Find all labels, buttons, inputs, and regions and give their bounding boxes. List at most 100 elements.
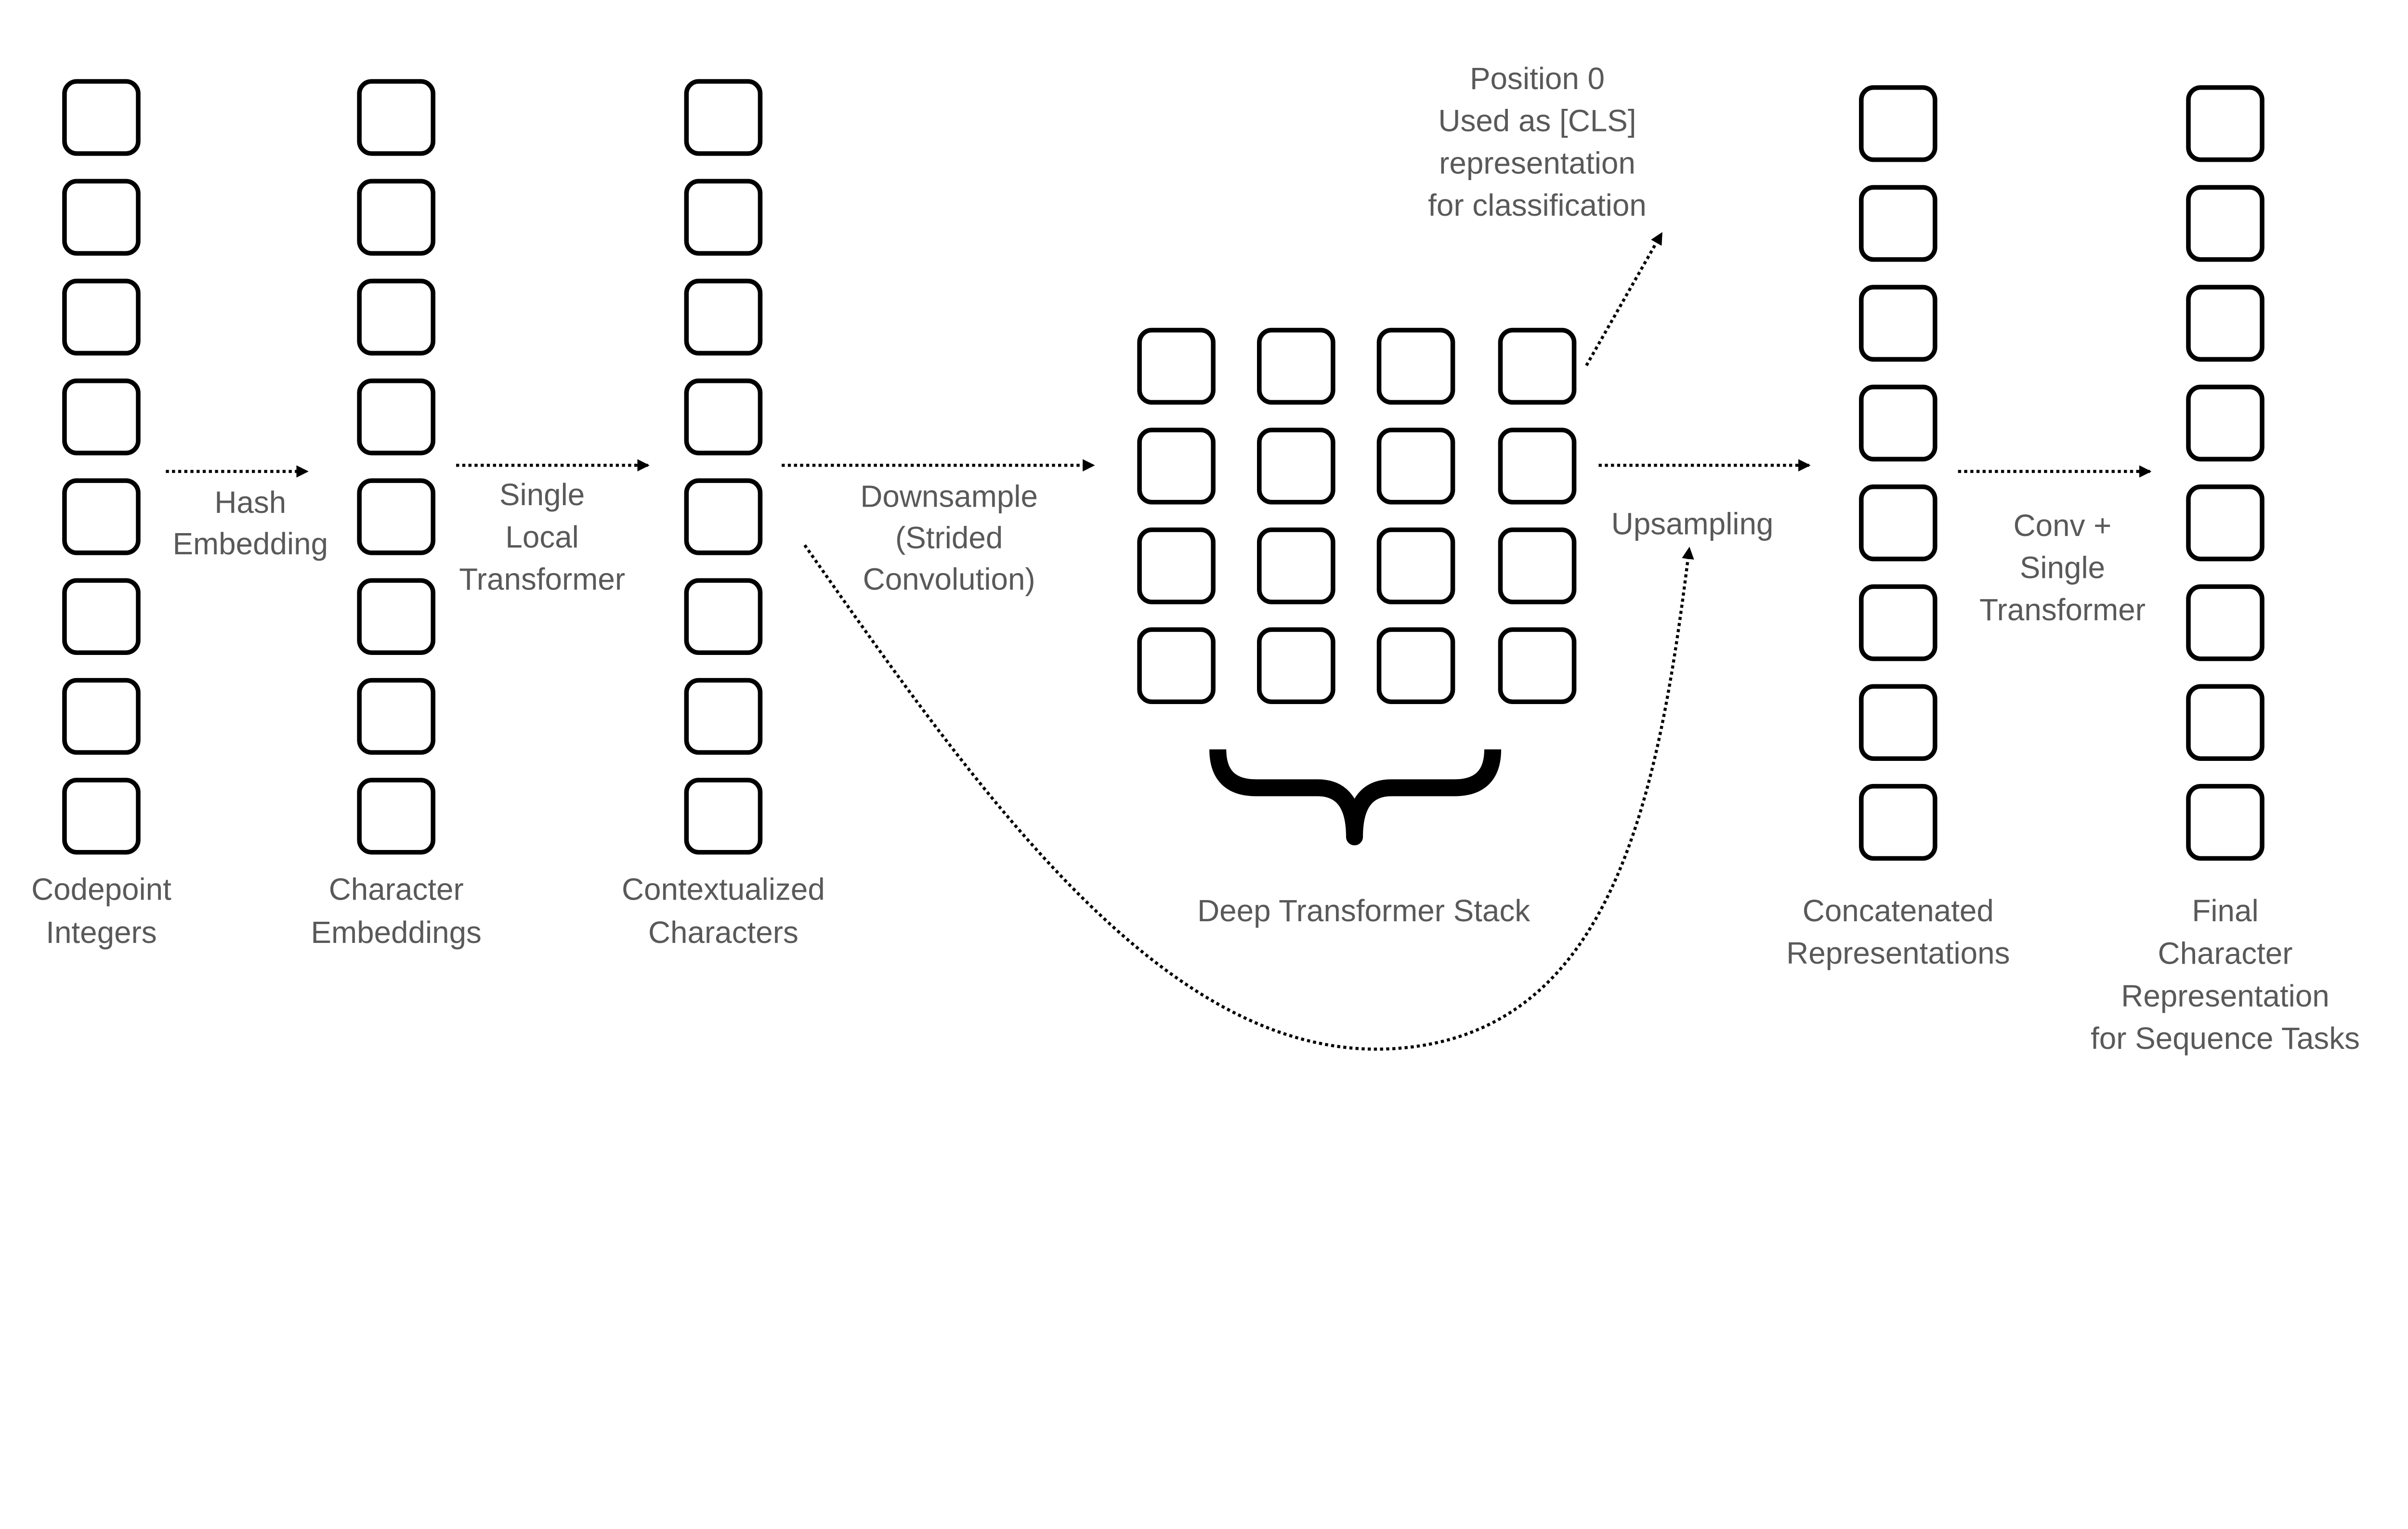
character-embedding-box [357, 379, 436, 456]
label-line: Used as [CLS] [1438, 104, 1636, 138]
concatenated-box [1859, 684, 1937, 761]
label-line: Integers [46, 915, 157, 950]
label-line: Conv + [2014, 508, 2112, 543]
concatenated-box [1859, 784, 1937, 861]
label-line: Downsample [860, 479, 1038, 513]
deep-transformer-box [1257, 327, 1335, 405]
final-representation-box [2186, 584, 2264, 661]
final-representation-box [2186, 384, 2264, 462]
label-line: Representations [1786, 936, 2010, 970]
character-embedding-box [357, 278, 436, 356]
label-line: Contextualized [622, 872, 825, 907]
character-embedding-box [357, 179, 436, 256]
final-representation-box [2186, 784, 2264, 861]
upsampling-label: Upsampling [1611, 507, 1774, 541]
character-embedding-box [357, 478, 436, 555]
final-representation-box [2186, 85, 2264, 162]
deep-transformer-box [1498, 428, 1577, 505]
final-representation-box [2186, 285, 2264, 362]
deep-transformer-box [1376, 327, 1455, 405]
codepoint-box [62, 278, 141, 356]
label-line: Character [329, 872, 464, 907]
concatenated-box [1859, 285, 1937, 362]
cls-note-label: Position 0 Used as [CLS] representation for… [1428, 61, 1647, 222]
codepoint-box [62, 79, 141, 156]
label-line: Representation [2121, 979, 2329, 1013]
codepoint-box [62, 678, 141, 755]
residual-skip-arrow [803, 544, 1694, 1051]
contextualized-box [684, 778, 763, 855]
deep-transformer-box [1498, 527, 1577, 604]
contextualized-box [684, 678, 763, 755]
deep-transformer-stack-label: Deep Transformer Stack [1197, 893, 1530, 928]
concatenated-box [1859, 584, 1937, 661]
label-line: for classification [1428, 188, 1647, 222]
character-embedding-box [357, 778, 436, 855]
codepoint-box [62, 478, 141, 555]
character-embedding-box [357, 578, 436, 655]
label-line: Character [2158, 936, 2293, 971]
label-line: Transformer [459, 562, 625, 596]
label-line: Convolution) [863, 562, 1035, 596]
label-line: Transformer [1979, 592, 2146, 627]
label-line: Deep Transformer Stack [1197, 893, 1530, 928]
concatenated-box [1859, 85, 1937, 162]
label-line: Single [499, 477, 585, 512]
codepoint-box [62, 379, 141, 456]
label-line: Position 0 [1470, 61, 1605, 96]
codepoint-box [62, 179, 141, 256]
label-line: representation [1439, 145, 1636, 180]
label-line: Characters [648, 915, 798, 950]
codepoint-box [62, 578, 141, 655]
contextualized-box [684, 478, 763, 555]
final-representation-box [2186, 684, 2264, 761]
cls-arrow [1585, 232, 1663, 366]
contextualized-box [684, 278, 763, 356]
deep-transformer-box [1137, 627, 1216, 705]
curly-brace [1209, 749, 1502, 846]
deep-transformer-box [1257, 428, 1335, 505]
label-line: Concatenated [1803, 893, 1994, 928]
concatenated-box [1859, 484, 1937, 562]
character-embedding-box [357, 678, 436, 755]
deep-transformer-box [1137, 527, 1216, 604]
deep-transformer-box [1498, 627, 1577, 705]
label-line: Final [2192, 893, 2258, 928]
concatenated-box [1859, 384, 1937, 462]
deep-transformer-box [1498, 327, 1577, 405]
contextualized-box [684, 379, 763, 456]
deep-transformer-box [1137, 428, 1216, 505]
deep-transformer-box [1376, 527, 1455, 604]
concatenated-box [1859, 185, 1937, 262]
label-line: Upsampling [1611, 507, 1774, 541]
label-line: Local [505, 520, 578, 554]
deep-transformer-box [1257, 527, 1335, 604]
contextualized-box [684, 578, 763, 655]
codepoint-box [62, 778, 141, 855]
contextualized-box [684, 79, 763, 156]
character-embedding-box [357, 79, 436, 156]
label-line: for Sequence Tasks [2091, 1021, 2360, 1056]
label-line: (Strided [895, 520, 1003, 555]
label-line: Codepoint [31, 872, 171, 907]
deep-transformer-box [1376, 627, 1455, 705]
deep-transformer-box [1257, 627, 1335, 705]
vector-boxes [62, 79, 2264, 861]
deep-transformer-box [1376, 428, 1455, 505]
label-line: Hash [214, 485, 286, 520]
label-line: Single [2020, 550, 2105, 585]
label-line: Embeddings [311, 915, 481, 950]
contextualized-box [684, 179, 763, 256]
final-representation-box [2186, 185, 2264, 262]
